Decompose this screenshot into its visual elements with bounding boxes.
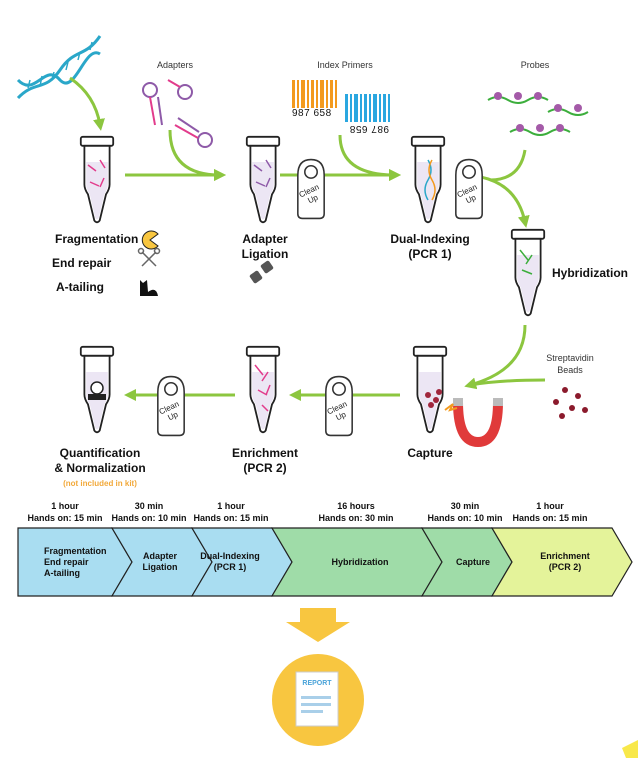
indexed-dna-icon	[424, 159, 533, 275]
segment-1-line-2: End repair	[44, 557, 89, 567]
label-end-repair: End repair	[52, 256, 112, 270]
time-2: 30 min	[134, 501, 164, 511]
barcode-number-orange: 987 658	[292, 108, 332, 119]
normalization-text: & Normalization	[54, 461, 146, 475]
barcode-orange-icon	[292, 80, 337, 108]
segment-2-line-1: Adapter	[142, 551, 177, 561]
capture-beads-icon	[425, 389, 442, 408]
scissors-icon	[137, 247, 161, 267]
segment-1-label: Fragmentation End repair A-tailing	[44, 546, 107, 579]
tube-enrichment	[245, 345, 281, 434]
time-3: 1 hour	[217, 501, 245, 511]
segment-5-line-1: Capture	[455, 557, 490, 567]
adapters-icon	[142, 79, 213, 148]
tube-fragmentation	[79, 135, 115, 224]
hands-1: Hands on: 15 min	[27, 513, 103, 523]
enrichment-text: Enrichment	[231, 446, 298, 460]
probes-icon	[487, 92, 589, 136]
label-a-tailing: A-tailing	[56, 280, 104, 294]
hands-4: Hands on: 30 min	[318, 513, 394, 523]
timeline-bar	[17, 527, 633, 597]
arrow-primers	[338, 134, 401, 181]
label-adapters: Adapters	[156, 60, 194, 70]
label-quantification: Quantification & Normalization (not incl…	[40, 446, 160, 491]
streptavidin-beads-icon	[553, 387, 588, 419]
label-index-primers: Index Primers	[317, 60, 373, 70]
not-included-note: (not included in kit)	[63, 479, 137, 488]
down-arrow-icon	[286, 608, 350, 642]
scale-icon	[88, 381, 106, 400]
hands-2: Hands on: 10 min	[111, 513, 187, 523]
arrow-beads	[469, 378, 546, 387]
report-document-icon	[295, 671, 339, 727]
time-6: 1 hour	[536, 501, 564, 511]
fragment-dna-icon	[87, 159, 272, 412]
segment-6-line-1: Enrichment	[540, 551, 590, 561]
hands-3: Hands on: 15 min	[193, 513, 269, 523]
segment-4-line-1: Hybridization	[331, 557, 389, 567]
segment-1-line-3: A-tailing	[44, 568, 80, 578]
quantification-text: Quantification	[59, 446, 141, 460]
pcr1-text: (PCR 1)	[408, 247, 452, 261]
tube-capture	[412, 345, 448, 434]
segment-6-shape	[490, 527, 633, 597]
segment-3-line-1: Dual-Indexing	[200, 551, 260, 561]
dual-indexing-text: Dual-Indexing	[390, 232, 470, 246]
barcode-number-blue: 987 658	[349, 123, 389, 134]
time-1: 1 hour	[51, 501, 79, 511]
pcr2-text: (PCR 2)	[243, 461, 287, 475]
barcode-blue-icon	[345, 94, 390, 122]
segment-2-label: Adapter Ligation	[140, 551, 180, 573]
arrow-dna-to-tube	[69, 76, 105, 131]
corner-decoration	[622, 740, 638, 758]
arrow-to-capture	[464, 324, 527, 390]
cat-icon	[140, 280, 158, 296]
label-streptavidin-beads: Streptavidin Beads	[546, 353, 594, 375]
label-enrichment: Enrichment (PCR 2)	[220, 446, 310, 476]
label-hybridization: Hybridization	[552, 266, 629, 280]
label-fragmentation: Fragmentation	[55, 232, 139, 246]
segment-6-label: Enrichment (PCR 2)	[530, 551, 600, 573]
segment-5-label: Capture	[448, 557, 498, 568]
segment-2-line-2: Ligation	[142, 562, 178, 572]
hands-6: Hands on: 15 min	[512, 513, 588, 523]
pacman-icon	[141, 230, 159, 250]
label-probes: Probes	[520, 60, 550, 70]
label-capture: Capture	[407, 446, 453, 460]
hands-5: Hands on: 10 min	[427, 513, 503, 523]
segment-4-label: Hybridization	[320, 557, 400, 568]
tube-ligation	[245, 135, 281, 224]
time-4: 16 hours	[337, 501, 375, 511]
arrow-probes	[489, 149, 527, 182]
magnet-icon	[444, 398, 503, 448]
segment-3-line-2: (PCR 1)	[213, 562, 247, 572]
segment-6-line-2: (PCR 2)	[548, 562, 582, 572]
segment-3-label: Dual-Indexing (PCR 1)	[200, 551, 260, 573]
dna-helix-icon	[16, 35, 102, 100]
report-title: REPORT	[302, 680, 332, 687]
plug-icon	[249, 260, 274, 284]
label-adapter-ligation: Adapter Ligation	[241, 232, 289, 261]
segment-1-line-1: Fragmentation	[44, 546, 107, 556]
label-dual-indexing: Dual-Indexing (PCR 1)	[375, 232, 485, 262]
time-5: 30 min	[450, 501, 480, 511]
